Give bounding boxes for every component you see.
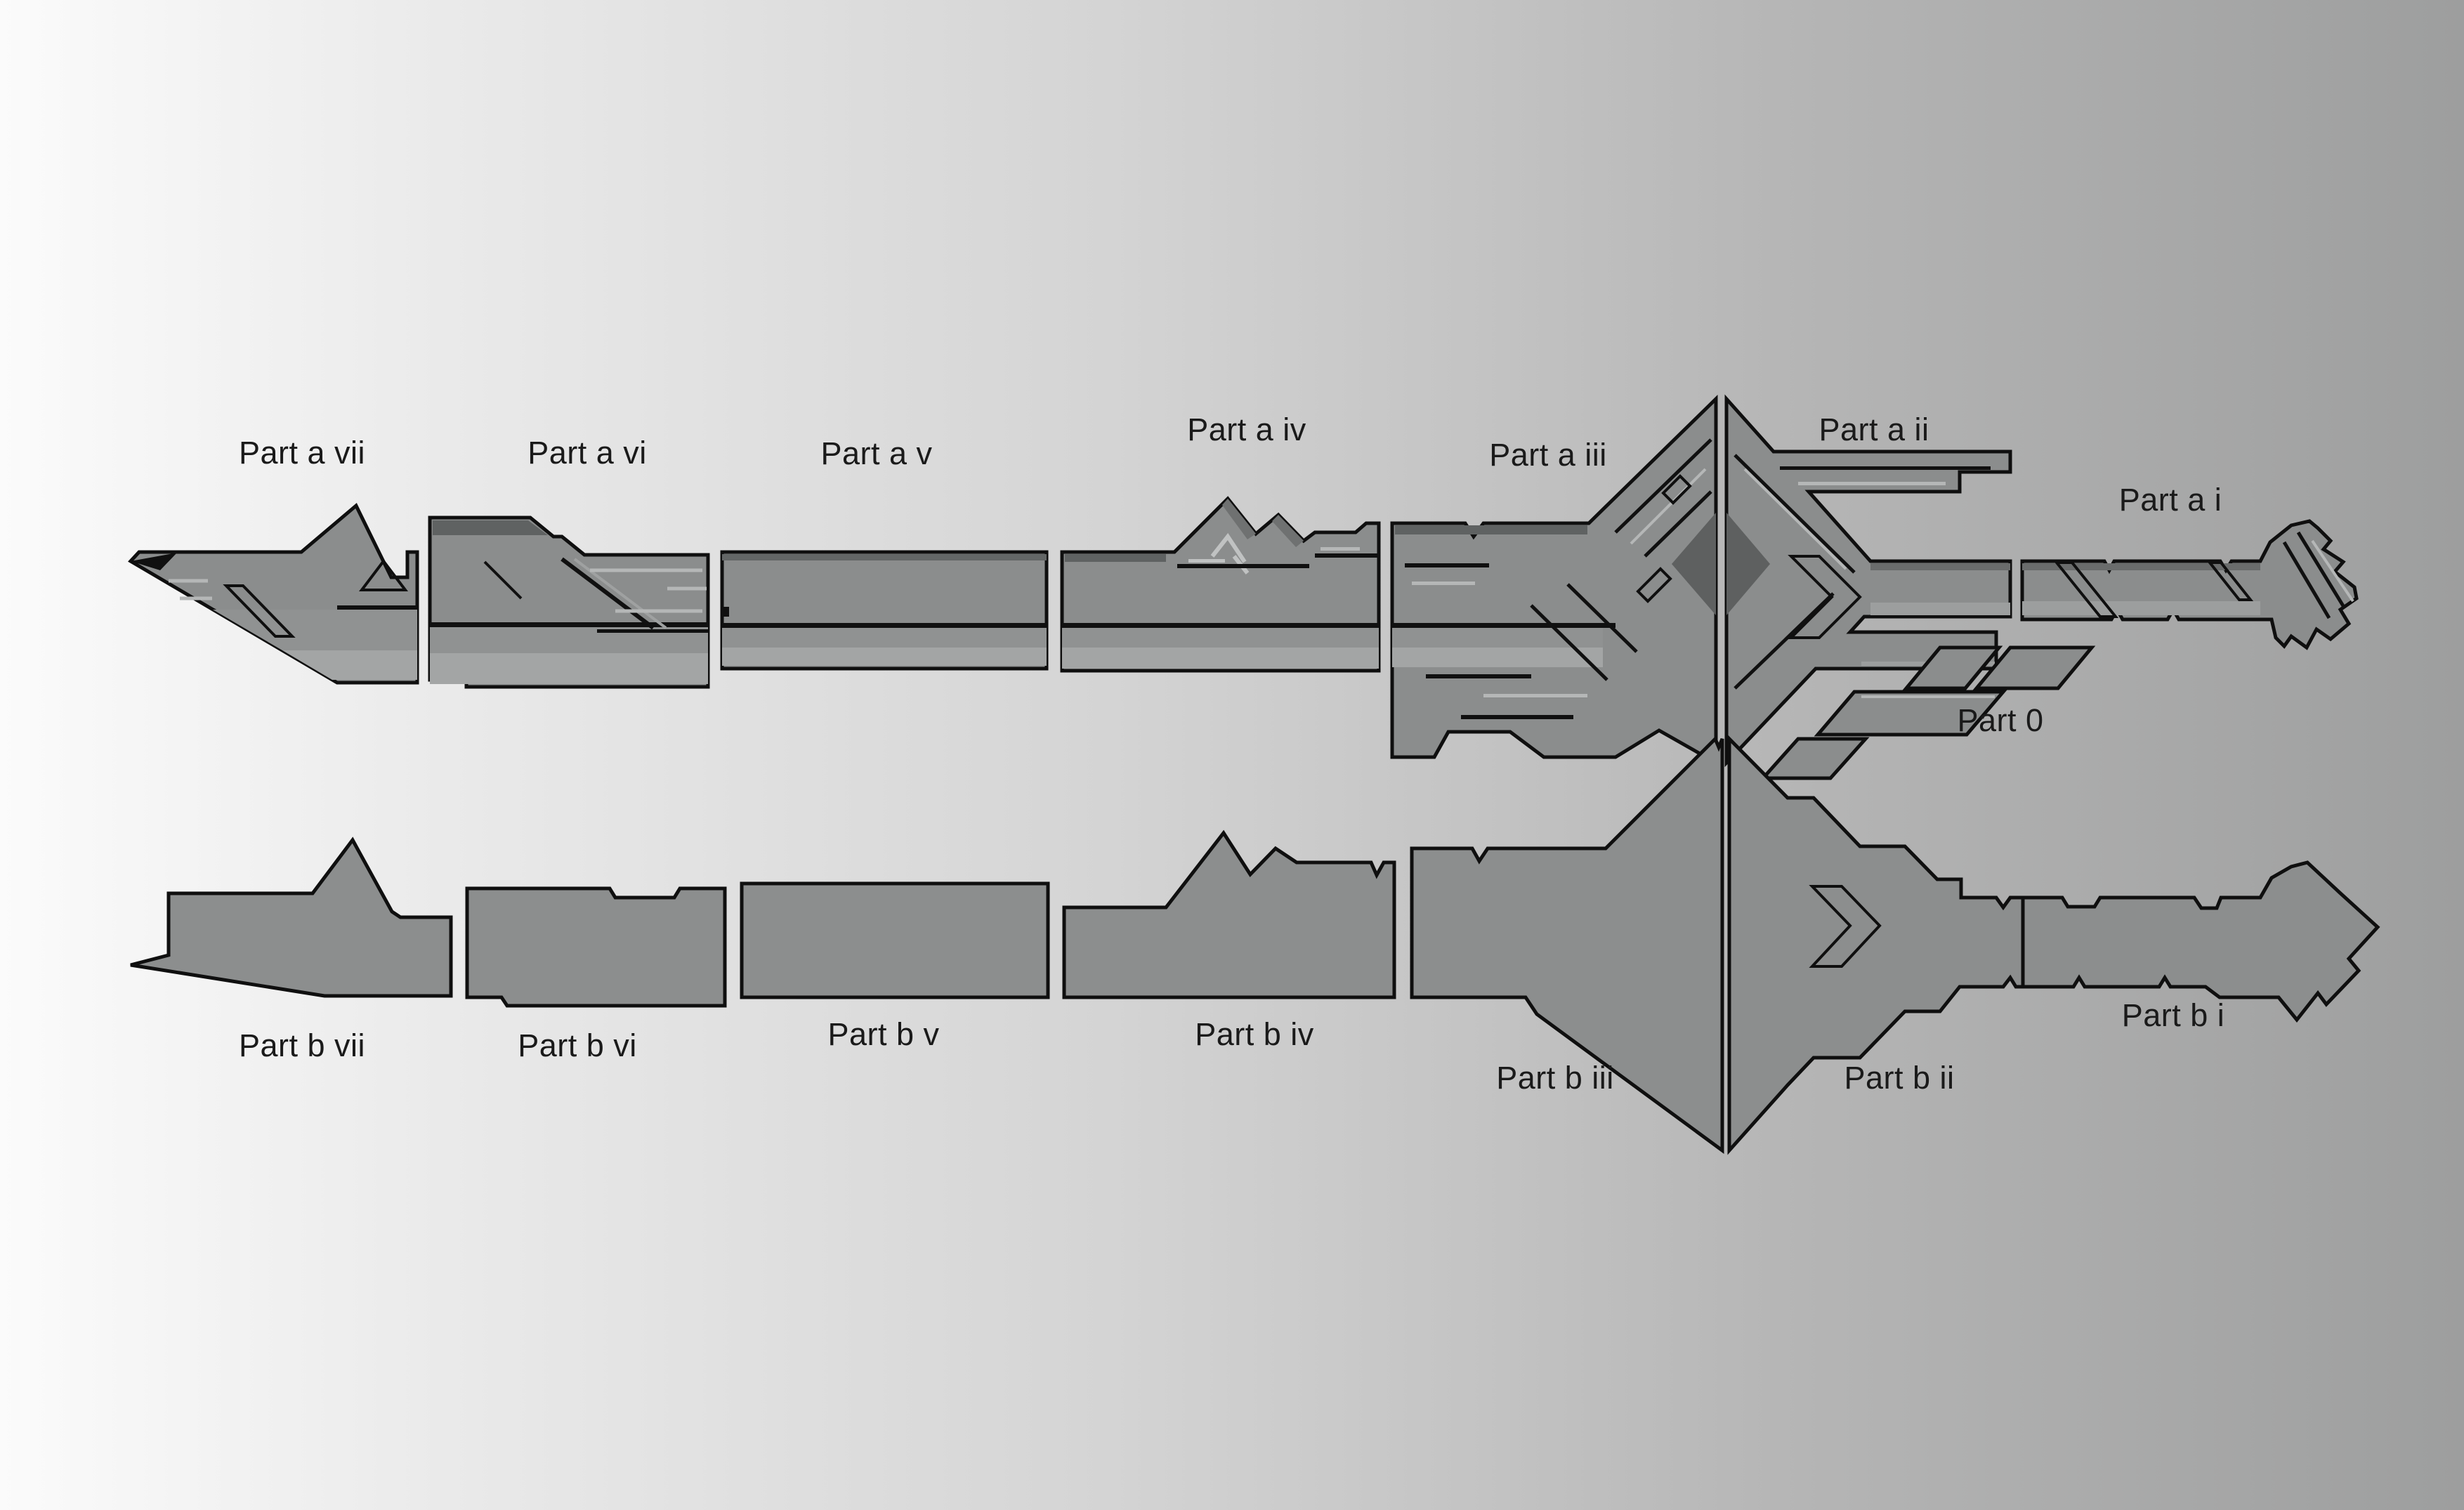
label-part-a-vi: Part a vi bbox=[527, 435, 647, 471]
part-a-i-shape bbox=[2020, 519, 2359, 650]
part-a-v-shape bbox=[720, 550, 1049, 671]
label-part-a-vii: Part a vii bbox=[238, 435, 366, 471]
part-b-vii-shape bbox=[130, 836, 453, 998]
part-b-i-shape bbox=[2021, 860, 2380, 1023]
label-part-a-ii: Part a ii bbox=[1818, 412, 1929, 447]
part-b-iii-shape bbox=[1410, 735, 1724, 1154]
part-b-v-shape bbox=[740, 881, 1050, 999]
label-part-b-vi: Part b vi bbox=[518, 1028, 637, 1063]
part-b-iv-shape bbox=[1062, 829, 1396, 999]
chevron-cutout bbox=[1788, 555, 1862, 639]
triangle-engraving bbox=[358, 558, 409, 591]
label-part-a-v: Part a v bbox=[820, 435, 933, 471]
sword-silhouette-row bbox=[130, 734, 2380, 1155]
label-part-0: Part 0 bbox=[1957, 702, 2044, 738]
part-b-vi-shape bbox=[465, 886, 727, 1008]
part-a-iv-shape bbox=[1060, 496, 1381, 673]
label-part-b-iii: Part b iii bbox=[1496, 1060, 1614, 1096]
part-a-vi-shape bbox=[428, 516, 710, 689]
label-part-b-v: Part b v bbox=[827, 1016, 940, 1052]
label-part-b-i: Part b i bbox=[2121, 997, 2225, 1033]
tip-accent bbox=[131, 553, 177, 570]
part-a-ii-shape bbox=[1724, 394, 2012, 768]
label-part-a-iv: Part a iv bbox=[1187, 412, 1306, 447]
part-0-shape bbox=[1759, 645, 2096, 780]
label-part-a-iii: Part a iii bbox=[1489, 437, 1607, 473]
label-part-b-vii: Part b vii bbox=[238, 1028, 366, 1063]
label-part-b-iv: Part b iv bbox=[1195, 1016, 1314, 1052]
chevron-cutout-silhouette bbox=[1809, 885, 1882, 968]
label-part-b-ii: Part b ii bbox=[1844, 1060, 1955, 1096]
sword-detailed-row bbox=[128, 394, 2359, 780]
part-a-iii-shape bbox=[1390, 395, 1718, 766]
label-part-a-i: Part a i bbox=[2118, 482, 2222, 518]
part-a-vii-shape bbox=[128, 503, 419, 685]
